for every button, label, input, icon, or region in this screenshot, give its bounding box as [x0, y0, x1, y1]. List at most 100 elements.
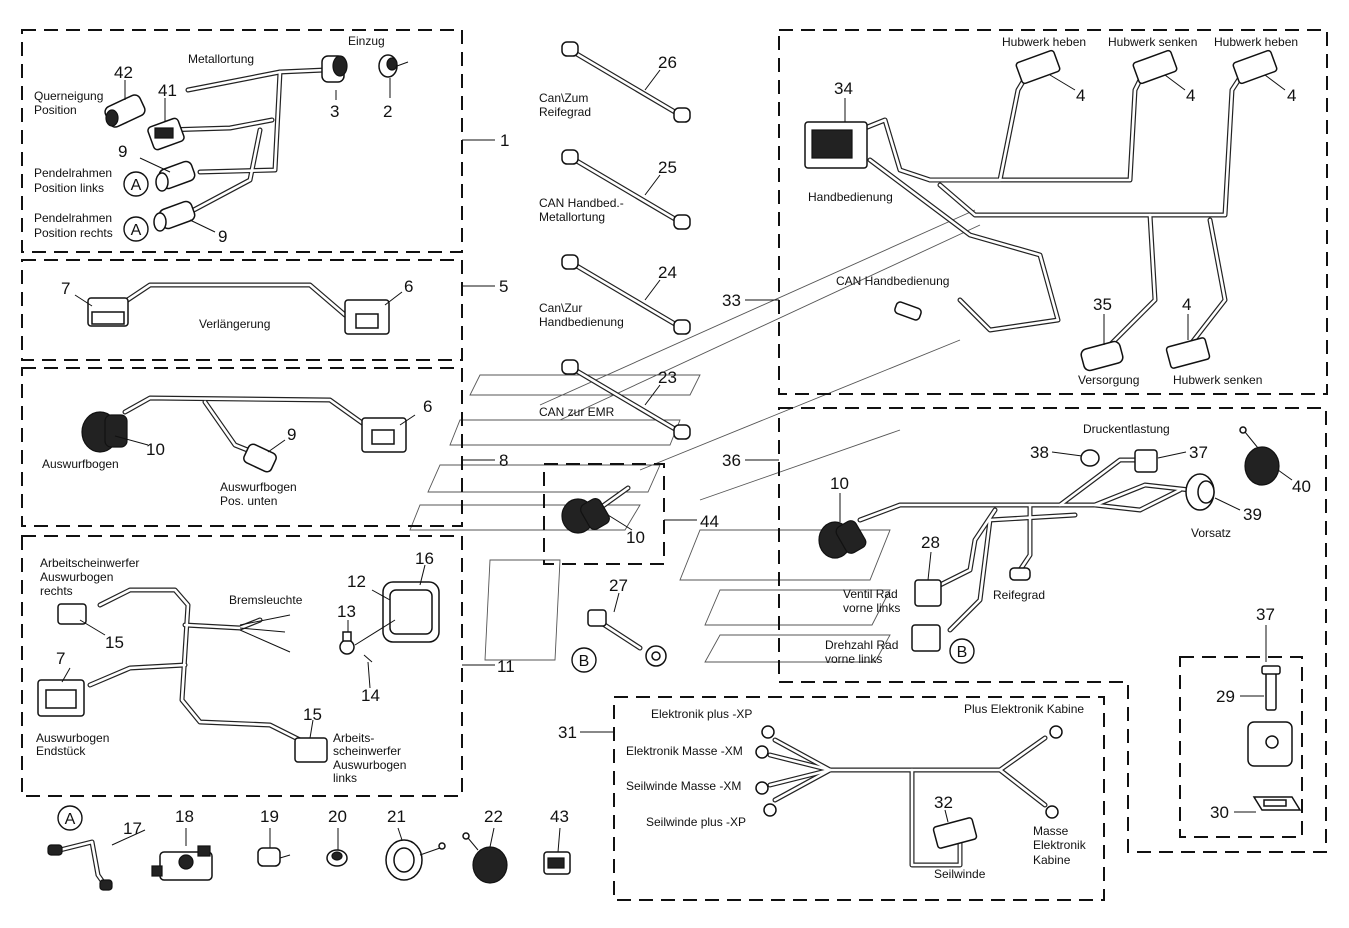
svg-text:A: A	[131, 177, 142, 194]
item-number: 38	[1030, 443, 1049, 462]
label-can-reifegrad-2: Reifegrad	[539, 105, 591, 119]
sensor-27	[587, 609, 667, 667]
label-can-reifegrad-1: Can\Zum	[539, 91, 588, 105]
label-plus-elektronik-kabine: Plus Elektronik Kabine	[964, 702, 1084, 716]
label-seilwinde: Seilwinde	[934, 867, 986, 881]
label-arbeitsscheinwerfer-rechts-2: Auswurbogen	[40, 570, 113, 584]
connector-15-right	[57, 603, 87, 625]
label-querneigung-2: Position	[34, 103, 77, 117]
label-handbedienung: Handbedienung	[808, 190, 893, 204]
item-number: 8	[499, 451, 508, 470]
item-number: 7	[61, 279, 70, 298]
label-reifegrad: Reifegrad	[993, 588, 1045, 602]
item-number: 35	[1093, 295, 1112, 314]
group-box-1	[21, 29, 463, 253]
sensor-reifegrad	[1009, 567, 1031, 581]
connector-4-heben	[1015, 49, 1061, 85]
can-cable-24	[561, 254, 691, 335]
item-number: 1	[500, 131, 509, 150]
brake-light-16	[382, 581, 440, 643]
group-box-33	[778, 29, 1328, 395]
item-number: 36	[722, 451, 741, 470]
item-number: 4	[1186, 86, 1195, 105]
label-arbeitsscheinwerfer-links-4: links	[333, 771, 357, 785]
item-number: 40	[1292, 477, 1311, 496]
label-arbeitsscheinwerfer-rechts-1: Arbeitscheinwerfer	[40, 556, 139, 570]
item-number: 10	[146, 440, 165, 459]
item-number: 4	[1076, 86, 1085, 105]
label-arbeitsscheinwerfer-links-2: scheinwerfer	[333, 744, 401, 758]
bulb-13	[339, 631, 355, 655]
connector-4-senken-b	[1165, 337, 1211, 369]
item-number: 20	[328, 807, 347, 826]
item-numbers: 42 41 3 2 1 9 9 7 6 5 6 9 10 8 16 12 13 …	[56, 53, 1311, 838]
group-box-36	[778, 407, 1327, 853]
part-19-clip	[257, 847, 291, 867]
label-can-zur-handbedienung-2: Handbedienung	[539, 315, 624, 329]
label-versorgung: Versorgung	[1078, 373, 1139, 387]
item-number: 30	[1210, 803, 1229, 822]
item-number: 37	[1189, 443, 1208, 462]
connector-7-ext	[87, 297, 129, 327]
label-arbeitsscheinwerfer-rechts-3: rechts	[40, 584, 73, 598]
harness-group-36	[818, 426, 1280, 652]
label-endstueck-1: Auswurbogen	[36, 731, 109, 745]
item-number: 11	[497, 657, 515, 676]
item-number: 25	[658, 158, 677, 177]
can-cable-26	[561, 41, 691, 123]
label-masse-elektronik-1: Masse	[1033, 824, 1069, 838]
item-number: 18	[175, 807, 194, 826]
group-box-11	[21, 535, 463, 797]
item-number: 26	[658, 53, 677, 72]
valve-plug-37-detail	[1247, 665, 1302, 811]
svg-text:A: A	[131, 222, 142, 239]
part-21-socket	[385, 839, 446, 881]
item-number: 23	[658, 368, 677, 387]
can-cable-25	[561, 149, 691, 230]
label-can-emr: CAN zur EMR	[539, 405, 615, 419]
label-pendel-rechts-2: Position rechts	[34, 226, 113, 240]
item-number: 44	[700, 512, 719, 531]
item-number: 7	[56, 649, 65, 668]
label-auswurfbogen-unten-2: Pos. unten	[220, 494, 277, 508]
valve-plug-37	[1134, 449, 1158, 473]
group-box-5	[21, 259, 463, 361]
label-druckentlastung: Druckentlastung	[1083, 422, 1170, 436]
connector-4-senken	[1132, 49, 1178, 85]
relay-32	[932, 817, 978, 849]
part-2-einzug	[378, 54, 409, 78]
connector-42	[104, 94, 146, 128]
item-number: 32	[934, 793, 953, 812]
connector-10-auswurf	[81, 411, 128, 453]
connector-3	[321, 55, 348, 83]
label-pendel-rechts-1: Pendelrahmen	[34, 211, 112, 225]
label-hubwerk-heben: Hubwerk heben	[1002, 35, 1086, 49]
harness-group-33	[804, 49, 1278, 372]
connector-9-left	[155, 160, 196, 192]
connector-35-versorgung	[1080, 340, 1124, 372]
pin-14	[363, 654, 373, 663]
item-number: 4	[1182, 295, 1191, 314]
item-number: 31	[558, 723, 577, 742]
item-number: 19	[260, 807, 279, 826]
item-number: 17	[123, 819, 142, 838]
item-number: 3	[330, 102, 339, 121]
part-43-connector	[543, 851, 571, 875]
item-number: 22	[484, 807, 503, 826]
item-number: 5	[499, 277, 508, 296]
item-number: 24	[658, 263, 677, 282]
label-vorsatz: Vorsatz	[1191, 526, 1231, 540]
item-number: 21	[387, 807, 406, 826]
connector-10-group-36	[818, 520, 867, 559]
item-number: 15	[105, 633, 124, 652]
connector-9-auswurf	[243, 443, 277, 473]
label-pendel-links-1: Pendelrahmen	[34, 166, 112, 180]
item-number: 10	[830, 474, 849, 493]
label-elektronik-masse: Elektronik Masse -XM	[626, 744, 743, 758]
leader-lines	[61, 69, 1293, 853]
item-number: 10	[626, 528, 645, 547]
item-number: 2	[383, 102, 392, 121]
label-hubwerk-heben-b: Hubwerk heben	[1214, 35, 1298, 49]
